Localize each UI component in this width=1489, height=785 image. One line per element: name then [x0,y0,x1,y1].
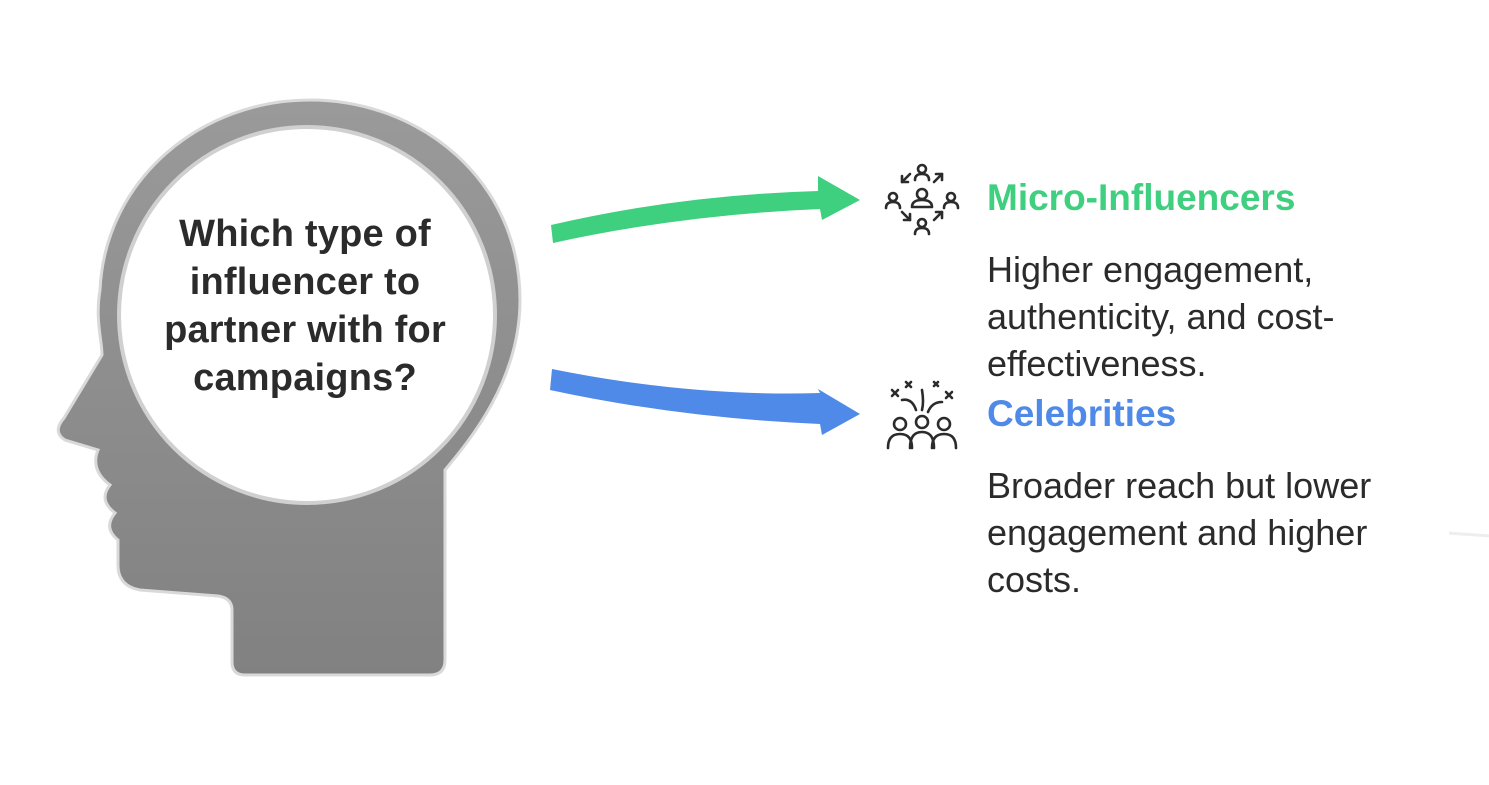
arrow-celebrities [550,369,860,435]
celebrity-crowd-icon [886,380,958,450]
thought-circle [117,125,497,505]
option-title-micro-influencers: Micro-Influencers [987,177,1296,218]
question-line-2: influencer to [189,261,421,303]
question-line-4: campaigns? [193,357,417,399]
question-line-1: Which type of [179,213,431,255]
option-title-celebrities: Celebrities [987,393,1177,434]
question-line-3: partner with for [164,309,446,351]
community-network-icon [884,163,960,236]
option-description-micro-influencers: Higher engagement, authenticity, and cos… [987,249,1335,384]
arrow-micro-influencers [551,176,860,243]
central-question: Which type of influencer to partner with… [150,210,460,402]
option-description-celebrities: Broader reach but lower engagement and h… [987,465,1372,600]
